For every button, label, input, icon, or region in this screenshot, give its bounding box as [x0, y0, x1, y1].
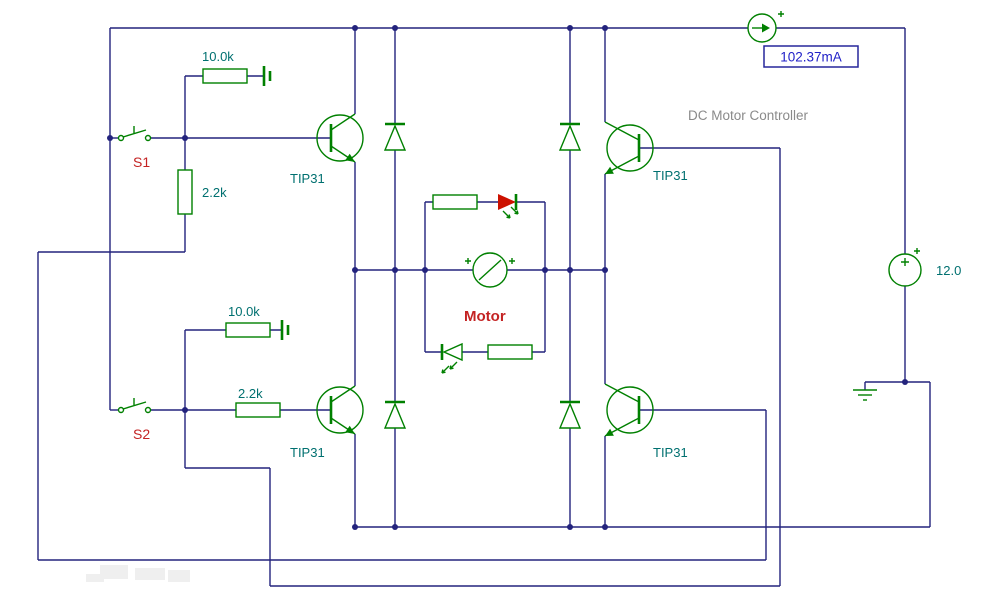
voltage-source-label: 12.0 [936, 263, 961, 278]
junction-dot [542, 267, 548, 273]
resistor-r4[interactable] [235, 402, 281, 418]
junction-dot [602, 25, 608, 31]
motor-label: Motor [464, 308, 506, 325]
transistor-q1[interactable] [316, 113, 364, 163]
junction-dot [902, 379, 908, 385]
plus-icon [465, 258, 471, 264]
resistor-r1-label: 10.0k [202, 49, 234, 64]
resistor-r3[interactable] [225, 322, 271, 338]
transistor-q3[interactable] [316, 385, 364, 435]
junction-dot [392, 524, 398, 530]
transistor-q4-label: TIP31 [653, 445, 688, 460]
junction-dot [567, 524, 573, 530]
wire-indicator-top-branch[interactable] [424, 201, 546, 270]
junction-dot [182, 407, 188, 413]
junction-dot [182, 135, 188, 141]
diode-d4[interactable] [558, 400, 582, 429]
power-terminal-bottom[interactable] [280, 320, 290, 340]
plus-icon [901, 258, 909, 266]
resistor-r2[interactable] [177, 169, 193, 215]
junction-dot [602, 524, 608, 530]
transistor-q1-label: TIP31 [290, 171, 325, 186]
plus-icon [509, 258, 515, 264]
transistor-q2[interactable] [604, 121, 654, 175]
watermark [86, 565, 190, 582]
diode-d2[interactable] [558, 122, 582, 151]
led-emission-arrows [502, 206, 519, 219]
diode-d1[interactable] [383, 122, 407, 151]
wire-s1-to-q4-base[interactable] [37, 138, 767, 561]
switch-s2-label: S2 [133, 426, 150, 442]
resistor-indicator-top[interactable] [432, 194, 478, 210]
transistor-q2-label: TIP31 [653, 168, 688, 183]
wire-s2-to-q2-base[interactable] [184, 147, 781, 587]
wire-r1-branch[interactable] [184, 75, 264, 138]
junction-dot [107, 135, 113, 141]
junction-dot [352, 25, 358, 31]
switch-s2[interactable] [110, 398, 152, 414]
plus-icon [778, 11, 784, 17]
plus-icon [914, 248, 920, 254]
junction-dot [422, 267, 428, 273]
led-emission-arrows [441, 361, 458, 374]
ground-symbol[interactable] [853, 382, 877, 401]
wire-bottom-rail[interactable] [355, 381, 931, 528]
ammeter-reading: 102.37mA [763, 45, 859, 68]
power-terminal-top[interactable] [262, 66, 272, 86]
junction-dot [352, 267, 358, 273]
wire-indicator-bottom-branch[interactable] [424, 270, 546, 353]
resistor-r2-label: 2.2k [202, 185, 227, 200]
junction-dot [392, 267, 398, 273]
transistor-q4[interactable] [604, 383, 654, 437]
switch-s1-label: S1 [133, 154, 150, 170]
resistor-r1[interactable] [202, 68, 248, 84]
led-forward[interactable] [498, 194, 519, 219]
led-reverse[interactable] [440, 342, 463, 374]
wire-r3-branch[interactable] [184, 329, 282, 410]
switch-s1[interactable] [110, 126, 152, 142]
ammeter-reading-value: 102.37mA [780, 50, 842, 65]
diode-d3[interactable] [383, 400, 407, 429]
junction-dot [602, 267, 608, 273]
motor[interactable] [465, 252, 515, 288]
transistor-q3-label: TIP31 [290, 445, 325, 460]
junction-dot [392, 25, 398, 31]
voltage-source[interactable] [888, 248, 922, 287]
junction-dot [567, 25, 573, 31]
ammeter[interactable] [747, 11, 784, 43]
junction-dot [352, 524, 358, 530]
resistor-indicator-bottom[interactable] [487, 344, 533, 360]
resistor-r4-label: 2.2k [238, 386, 263, 401]
junction-dots [107, 25, 908, 530]
circuit-title: DC Motor Controller [688, 108, 809, 123]
resistor-r3-label: 10.0k [228, 304, 260, 319]
junction-dot [567, 267, 573, 273]
